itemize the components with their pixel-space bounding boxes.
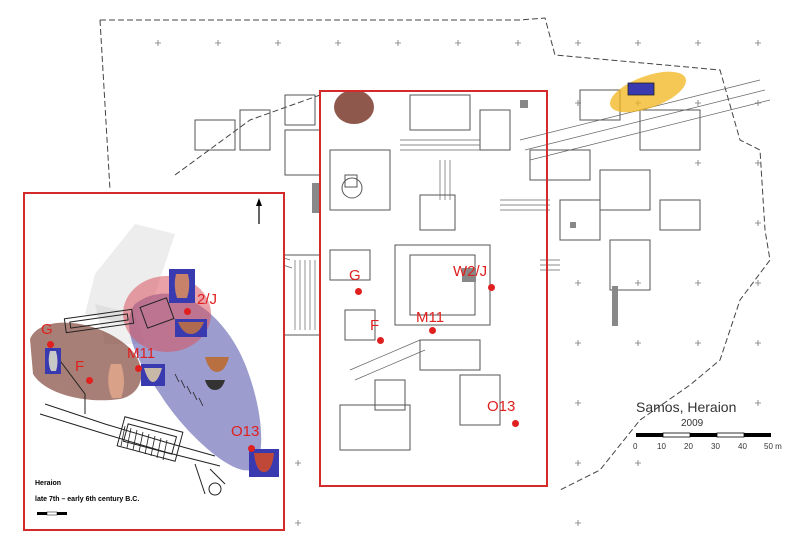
find-spot-label-m11: M11 [416,309,445,326]
find-spot-marker-w2j [488,284,495,291]
inset-label-m11: M11 [127,345,156,362]
inset-period: late 7th – early 6th century B.C. [35,496,140,503]
scale-tick: 30 [711,442,720,451]
vase-thumb-main [627,82,655,96]
scale-tick: 40 [738,442,747,451]
find-spot-marker-f [377,337,384,344]
inset-title: Heraion [35,480,62,487]
inset-marker-m11 [135,365,142,372]
inset-scale-bar [37,511,67,516]
scale-tick: 10 [657,442,666,451]
scale-tick: 50 m [764,442,782,451]
ruin-outlines [194,89,701,451]
inset-buildings [39,297,226,496]
find-spot-marker-m11 [429,327,436,334]
find-spot-label-w2j: W2/J [453,263,488,280]
inset-marker-f [86,377,93,384]
main-scale-bar [636,432,771,438]
inset-marker-g [47,341,54,348]
find-spot-marker-o13 [512,420,519,427]
scale-tick: 20 [684,442,693,451]
inset-label-f: F [75,358,85,375]
scale-labels: 0 10 20 30 40 50 m [628,442,798,454]
find-spot-label-g: G [349,267,361,284]
grid-crosses [155,40,761,526]
find-spot-marker-g [355,288,362,295]
inset-marker-o13 [248,445,255,452]
map-year: 2009 [681,418,704,429]
scale-tick: 0 [633,442,638,451]
inset-label-g: G [41,321,53,338]
map-title: Samos, Heraion [636,399,737,415]
zone-brown-main [334,90,374,124]
inset-map-panel: G 2/J F M11 O13 Heraion late 7th – early… [23,192,285,531]
ruin-fills [312,100,618,326]
inset-plan-drawing [30,198,279,516]
zone-red-inset [123,276,211,352]
study-area-frame [319,90,548,487]
inset-label-o13: O13 [231,423,260,440]
find-spot-label-f: F [370,317,380,334]
excavation-boundary [100,17,771,491]
inset-hatching [120,373,204,461]
vase-thumbnails [45,269,279,477]
inset-label-2j: 2/J [197,291,218,308]
find-spot-label-o13: O13 [487,398,516,415]
inset-marker-2j [184,308,191,315]
